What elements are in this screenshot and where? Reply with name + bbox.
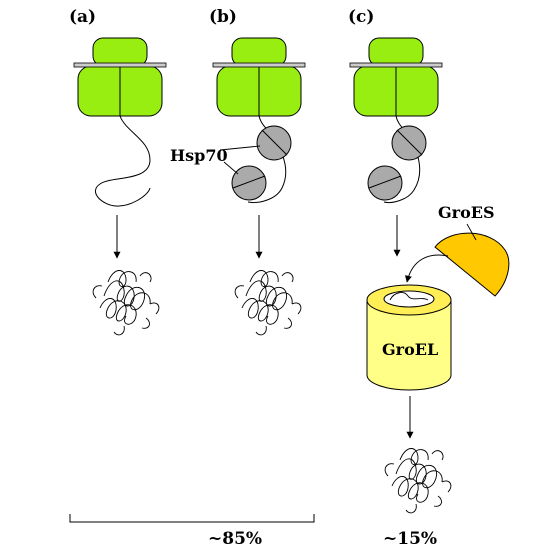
folded-protein-a bbox=[92, 270, 160, 336]
groel-label: GroEL bbox=[382, 340, 438, 359]
groes-pointer bbox=[466, 223, 477, 241]
hsp70-pointer-lower bbox=[223, 161, 239, 175]
groel-cylinder bbox=[366, 284, 452, 391]
bracket-a-b bbox=[69, 514, 315, 523]
hsp70-c-lower-cleft bbox=[368, 175, 402, 189]
ribosome-b bbox=[212, 37, 306, 117]
ribosome-a bbox=[73, 37, 167, 117]
folded-protein-c bbox=[384, 448, 452, 514]
groes-cap bbox=[434, 232, 510, 297]
percent-label-a-b: ~85% bbox=[208, 529, 262, 549]
hsp70-upper-cleft bbox=[261, 129, 288, 156]
hsp70-upper bbox=[256, 125, 292, 161]
folded-protein-b bbox=[234, 270, 302, 336]
hsp70-c-lower bbox=[367, 165, 403, 201]
ribosome-c bbox=[349, 37, 443, 117]
groes-binding-arrow bbox=[404, 254, 449, 283]
hsp70-c-upper bbox=[391, 125, 427, 161]
panel-label-b: (b) bbox=[209, 7, 237, 27]
groes-label: GroES bbox=[438, 203, 495, 222]
hsp70-label: Hsp70 bbox=[170, 146, 228, 165]
hsp70-lower-cleft bbox=[232, 175, 266, 189]
hsp70-pointer-upper bbox=[219, 145, 261, 151]
hsp70-lower bbox=[231, 165, 267, 201]
percent-label-c: ~15% bbox=[383, 529, 437, 549]
panel-label-c: (c) bbox=[348, 7, 374, 27]
nascent-chain-a bbox=[94, 115, 151, 207]
hsp70-c-upper-cleft bbox=[396, 129, 423, 156]
panel-label-a: (a) bbox=[69, 7, 96, 27]
